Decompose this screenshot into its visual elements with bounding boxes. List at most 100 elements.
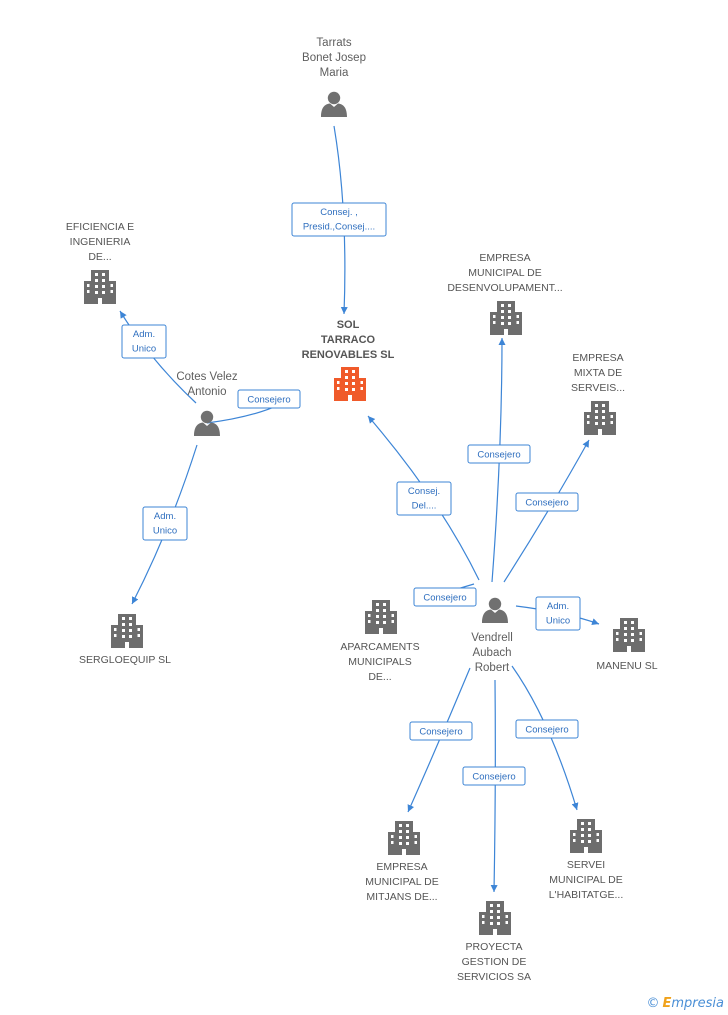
edge-label-box[interactable]: Consejero [237, 389, 301, 409]
node-label-line: SERVICIOS SA [457, 971, 531, 983]
edge-label-frame [413, 587, 477, 607]
node-label-line: MUNICIPAL DE [365, 876, 439, 888]
node-manenu[interactable]: MANENU SL [596, 618, 658, 672]
edge-label-frame [535, 596, 581, 631]
edge-label-box[interactable]: Adm.Unico [535, 596, 581, 631]
node-emmitjans[interactable]: EMPRESA MUNICIPAL DE MITJANS DE... [365, 821, 439, 903]
copyright-symbol: © [646, 996, 660, 1011]
edge-label-box[interactable]: Consejero [462, 766, 526, 786]
node-label-line: RENOVABLES SL [302, 349, 395, 361]
node-label-line: MITJANS DE... [366, 891, 437, 903]
edge-cotes-to-sol: Consejero [206, 389, 301, 424]
building-icon [111, 614, 143, 648]
node-label-line: EMPRESA [479, 252, 530, 264]
edge-vendrell-to-manenu: Adm.Unico [515, 596, 600, 631]
node-label-line: SERVEIS... [571, 382, 625, 394]
edge-label-text: Presid.,Consej.... [303, 222, 375, 233]
edge-vendrell-to-emmitjans: Consejero [407, 667, 473, 813]
node-label-line: SOL [337, 319, 360, 331]
edge-label-frame [396, 481, 452, 516]
building-icon [84, 270, 116, 304]
edge-cotes-to-sergloequip: Adm. Unico [131, 444, 198, 605]
edge-label-box[interactable]: Adm.Unico [121, 324, 167, 359]
edge-label-text: Consejero [247, 395, 290, 406]
edge-vendrell-to-aparcaments: Consejero [413, 583, 477, 607]
edge-label-box[interactable]: Consej.Del.... [396, 481, 452, 516]
edge-label-box[interactable]: Consejero [467, 444, 531, 464]
node-label-line: Vendrell [471, 632, 513, 644]
node-label-line: Tarrats [316, 37, 351, 49]
node-label-line: Robert [475, 662, 510, 674]
node-label-line: EMPRESA [572, 352, 623, 364]
edge-label-frame [237, 389, 301, 409]
node-label-line: MUNICIPAL DE [468, 267, 542, 279]
node-label-line: TARRACO [321, 334, 376, 346]
edge-cotes-to-eficiencia: Adm.Unico [119, 310, 197, 404]
node-label-line: MUNICIPAL DE [549, 874, 623, 886]
edge-label-frame [515, 492, 579, 512]
node-label-line: DE... [368, 671, 391, 683]
main-company-icon [334, 367, 366, 401]
building-icon [570, 819, 602, 853]
edge-label-text: Unico [546, 616, 570, 627]
edge-label-frame [121, 324, 167, 359]
node-emd[interactable]: EMPRESA MUNICIPAL DE DESENVOLUPAMENT... [447, 252, 563, 335]
edge-label-text: Del.... [412, 501, 437, 512]
edge-label-text: Consejero [419, 727, 462, 738]
edge-label-text: Consejero [525, 498, 568, 509]
edge-label-text: Consejero [423, 593, 466, 604]
node-label-line: EMPRESA [376, 861, 427, 873]
edge-label-frame [515, 719, 579, 739]
node-label-line: Antonio [187, 386, 226, 398]
node-label-line: DESENVOLUPAMENT... [447, 282, 562, 294]
edge-label-text: Consejero [525, 725, 568, 736]
edge-label-box[interactable]: Adm. Unico [142, 506, 188, 541]
edge-tarrats-to-sol: Consej. , Presid.,Consej.... [291, 125, 387, 315]
node-label-line: SERGLOEQUIP SL [79, 654, 171, 666]
node-label-line: Cotes Velez [176, 371, 238, 383]
brand-name: mpresia [671, 996, 724, 1011]
node-label-line: MUNICIPALS [348, 656, 411, 668]
node-aparcaments[interactable]: APARCAMENTSMUNICIPALSDE... [340, 600, 420, 683]
node-label-line: INGENIERIA [70, 236, 131, 248]
node-label-line: GESTION DE [462, 956, 527, 968]
edge-label-box[interactable]: Consej. , Presid.,Consej.... [291, 202, 387, 237]
node-sergloequip[interactable]: SERGLOEQUIP SL [79, 614, 171, 666]
node-label-line: EFICIENCIA E [66, 221, 134, 233]
edge-label-text: Adm. [133, 329, 155, 340]
edge-vendrell-to-emms: Consejero [503, 439, 590, 583]
building-icon [613, 618, 645, 652]
edge-label-box[interactable]: Consejero [413, 587, 477, 607]
node-servei[interactable]: SERVEI MUNICIPAL DE L'HABITATGE... [549, 819, 624, 901]
building-icon [584, 401, 616, 435]
edge-label-frame [142, 506, 188, 541]
edge-label-text: Consej. , [320, 207, 358, 218]
edge-label-box[interactable]: Consejero [409, 721, 473, 741]
brand-initial: E [662, 996, 672, 1011]
node-sol[interactable]: SOL TARRACO RENOVABLES SL [302, 319, 395, 401]
node-label-line: Bonet Josep [302, 52, 366, 64]
edge-label-frame [467, 444, 531, 464]
edge-label-box[interactable]: Consejero [515, 492, 579, 512]
edge-vendrell-to-sol: Consej.Del.... [367, 415, 480, 581]
node-label-line: L'HABITATGE... [549, 889, 624, 901]
node-label-line: Aubach [472, 647, 511, 659]
node-proyecta[interactable]: PROYECTA GESTION DE SERVICIOS SA [457, 901, 531, 983]
edges-layer: Consej. ,Presid.,Consej....Adm.UnicoCons… [119, 125, 600, 893]
edge-label-text: Adm. [154, 511, 176, 522]
node-label-line: PROYECTA [466, 941, 523, 953]
node-eficiencia[interactable]: EFICIENCIA EINGENIERIADE... [66, 221, 134, 304]
edge-label-text: Unico [153, 526, 177, 537]
edge-label-frame [291, 202, 387, 237]
edge-label-text: Consejero [472, 772, 515, 783]
edge-label-box[interactable]: Consejero [515, 719, 579, 739]
node-label-line: SERVEI [567, 859, 605, 871]
building-icon [365, 600, 397, 634]
person-icon [482, 597, 508, 623]
